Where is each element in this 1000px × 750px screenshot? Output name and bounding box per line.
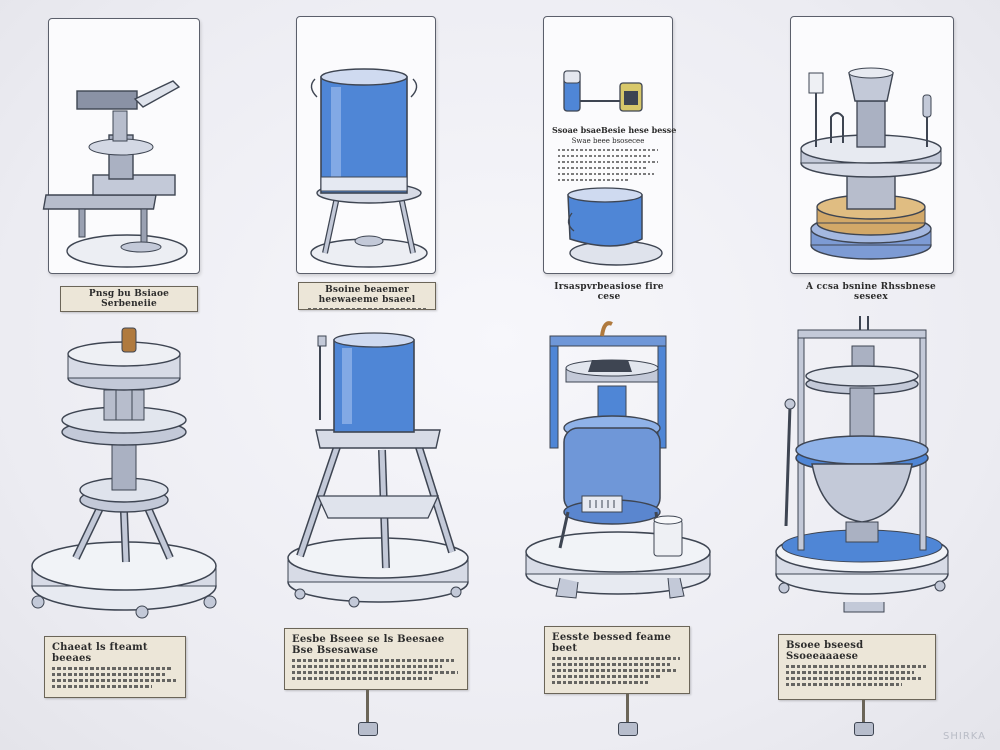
plaque-top-1: Pnsg bu Bsiaoe Serbeneiie [60, 286, 198, 312]
plaque-bottom-3-foot [618, 722, 638, 736]
beaker-stand-illustration [310, 68, 428, 268]
gantry-pressure-vessel [525, 321, 711, 599]
plaque-bottom-4-post [862, 700, 865, 726]
plaque-top-1-title: Pnsg bu Bsiaoe Serbeneiie [88, 289, 170, 309]
plaque-bottom-1-title: Chaeat ls fteamt beeaes [52, 642, 148, 664]
frame-notes-title: Ssoae bsaeBesie hese besse [552, 125, 677, 135]
tall-beaker-stand [287, 332, 469, 608]
plaque-top-3: Irsaspvrbeasiose fire cese [545, 280, 673, 304]
plaque-top-2-title: Bsoine beaemer heewaeeme bsaeel [318, 285, 416, 305]
plaque-bottom-2-title: Eesbe Bseee se ls Beesaee Bse Bsesawase [292, 634, 445, 656]
watermark-text: SHIRKA [943, 731, 986, 742]
plaque-bottom-4-title: Bsoee bseesd Ssoeeaaaese [786, 640, 864, 662]
stacked-disc-apparatus [31, 327, 217, 619]
plaque-bottom-3-title: Eesste bessed feame beet [552, 632, 672, 654]
plaque-bottom-2-foot [358, 722, 378, 736]
plaque-top-2: Bsoine beaemer heewaeeme bsaeel [298, 282, 436, 310]
frame-notes-text: Ssoae bsaeBesie hese besse Swae beee bso… [552, 125, 677, 185]
plaque-bottom-2: Eesbe Bseee se ls Beesaee Bse Bsesawase [284, 628, 468, 690]
frame-turntable-press [790, 16, 954, 274]
frame-notes-subtitle: Swae beee bsosecee [571, 137, 645, 145]
microscope-apparatus-illustration [42, 80, 188, 268]
plaque-bottom-4: Bsoee bseesd Ssoeeaaaese [778, 634, 936, 700]
plaque-top-3-title: Irsaspvrbeasiose fire cese [554, 282, 664, 302]
plaque-bottom-3: Eesste bessed feame beet [544, 626, 690, 694]
plaque-bottom-4-foot [854, 722, 874, 736]
plaque-top-4-title: A ccsa bsnine Rhssbnese seseex [806, 282, 936, 302]
frame-chemical-notes: Ssoae bsaeBesie hese besse Swae beee bso… [543, 16, 677, 274]
turntable-press-illustration [800, 67, 942, 260]
vials-illustration [563, 70, 663, 266]
frame-beaker-stand [296, 16, 436, 274]
plaque-top-4: A ccsa bsnine Rhssbnese seseex [796, 280, 946, 304]
plaque-bottom-3-post [626, 694, 629, 726]
plaque-bottom-2-post [366, 690, 369, 726]
plaque-bottom-1: Chaeat ls fteamt beeaes [44, 636, 186, 698]
frame-microscope-apparatus [42, 18, 200, 274]
column-press-apparatus [775, 316, 949, 613]
